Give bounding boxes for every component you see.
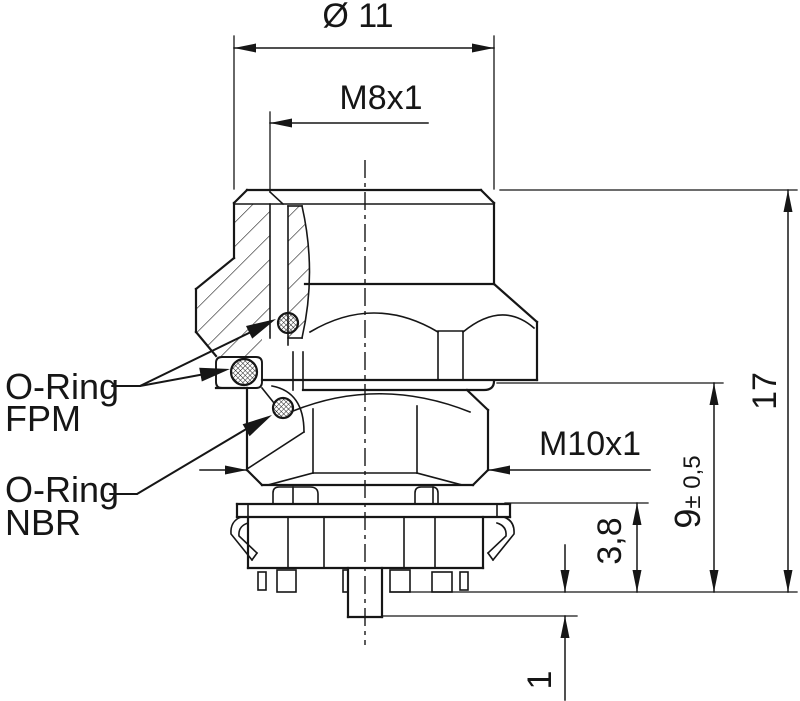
label-oring-nbr-line2: NBR (5, 502, 81, 543)
dim-thread-m10: M10x1 (539, 425, 641, 463)
dim-height-9-tolerance: ± 0,5 (679, 455, 706, 508)
label-leaders (109, 319, 276, 495)
dim-thread-m8: M8x1 (339, 79, 422, 117)
section-hatching (196, 204, 310, 356)
o-ring-fpm-upper (276, 311, 300, 335)
annotations: Ø 11 M8x1 M10x1 17 9± 0,5 3,8 1 O-Ring F… (5, 0, 784, 689)
extension-lines (233, 35, 798, 617)
dimension-lines (199, 43, 793, 701)
dim-pin-1: 1 (521, 671, 559, 690)
label-oring-fpm-line1: O-Ring (5, 366, 119, 407)
label-oring-fpm-line2: FPM (5, 398, 81, 439)
o-ring-fpm-lower (229, 357, 259, 387)
dim-height-9: 9± 0,5 (667, 455, 708, 528)
dim-diameter-11: Ø 11 (322, 0, 393, 35)
dim-height-9-value: 9 (667, 509, 708, 529)
o-rings (229, 311, 300, 420)
dim-height-3-8: 3,8 (591, 517, 629, 564)
dim-height-17: 17 (746, 372, 784, 410)
part-internal-lines (230, 190, 536, 593)
o-ring-nbr (271, 396, 295, 420)
label-oring-nbr-line1: O-Ring (5, 469, 119, 510)
